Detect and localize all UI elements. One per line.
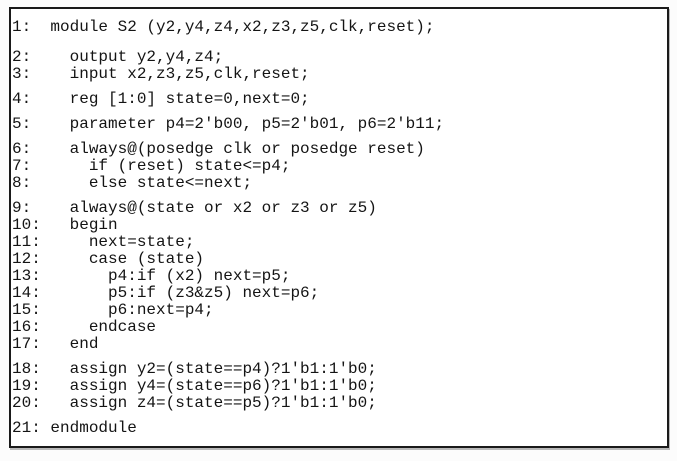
code-line: 16: endcase xyxy=(12,319,661,336)
code-text: endmodule xyxy=(50,419,137,437)
code-text: parameter p4=2'b00, p5=2'b01, p6=2'b11; xyxy=(50,115,445,133)
code-text: module S2 (y2,y4,z4,x2,z3,z5,clk,reset); xyxy=(50,18,435,36)
code-text: output y2,y4,z4; xyxy=(50,48,224,66)
code-text: always@(posedge clk or posedge reset) xyxy=(50,140,425,158)
line-number: 6: xyxy=(12,140,32,158)
code-line: 9: always@(state or x2 or z3 or z5) xyxy=(12,200,661,217)
line-number: 15: xyxy=(12,301,41,319)
line-number: 17: xyxy=(12,335,41,353)
code-line: 17: end xyxy=(12,336,661,353)
line-number: 9: xyxy=(12,199,32,217)
code-line: 4: reg [1:0] state=0,next=0; xyxy=(12,91,661,108)
code-text: reg [1:0] state=0,next=0; xyxy=(50,90,310,108)
line-number: 14: xyxy=(12,284,41,302)
code-line: 20: assign z4=(state==p5)?1'b1:1'b0; xyxy=(12,395,661,412)
code-text: if (reset) state<=p4; xyxy=(50,157,291,175)
line-number: 19: xyxy=(12,377,41,395)
code-line: 2: output y2,y4,z4; xyxy=(12,49,661,66)
line-number: 4: xyxy=(12,90,32,108)
code-line: 6: always@(posedge clk or posedge reset) xyxy=(12,141,661,158)
code-line: 19: assign y4=(state==p6)?1'b1:1'b0; xyxy=(12,378,661,395)
code-text: end xyxy=(50,335,99,353)
code-line: 11: next=state; xyxy=(12,234,661,251)
line-number: 5: xyxy=(12,115,32,133)
line-number: 11: xyxy=(12,233,41,251)
line-number: 16: xyxy=(12,318,41,336)
code-text: assign y2=(state==p4)?1'b1:1'b0; xyxy=(50,360,377,378)
line-number: 8: xyxy=(12,174,32,192)
code-text: case (state) xyxy=(50,250,205,268)
code-line: 5: parameter p4=2'b00, p5=2'b01, p6=2'b1… xyxy=(12,116,661,133)
code-line: 18: assign y2=(state==p4)?1'b1:1'b0; xyxy=(12,361,661,378)
code-listing-box: 1: module S2 (y2,y4,z4,x2,z3,z5,clk,reset… xyxy=(9,7,669,448)
line-number: 21: xyxy=(12,419,41,437)
line-number: 12: xyxy=(12,250,41,268)
code-text: always@(state or x2 or z3 or z5) xyxy=(50,199,377,217)
line-number: 18: xyxy=(12,360,41,378)
code-text: else state<=next; xyxy=(50,174,253,192)
code-text: assign y4=(state==p6)?1'b1:1'b0; xyxy=(50,377,377,395)
code-line: 7: if (reset) state<=p4; xyxy=(12,158,661,175)
code-line: 3: input x2,z3,z5,clk,reset; xyxy=(12,66,661,83)
line-number: 7: xyxy=(12,157,32,175)
line-number: 1: xyxy=(12,18,32,36)
line-number: 10: xyxy=(12,216,41,234)
code-text: begin xyxy=(50,216,118,234)
code-text: assign z4=(state==p5)?1'b1:1'b0; xyxy=(50,394,377,412)
line-number: 2: xyxy=(12,48,32,66)
line-number: 20: xyxy=(12,394,41,412)
code-line: 21: endmodule xyxy=(12,420,661,437)
line-number: 13: xyxy=(12,267,41,285)
code-text: endcase xyxy=(50,318,157,336)
code-line: 15: p6:next=p4; xyxy=(12,302,661,319)
code-line: 1: module S2 (y2,y4,z4,x2,z3,z5,clk,reset… xyxy=(12,19,661,36)
code-text: p4:if (x2) next=p5; xyxy=(50,267,291,285)
code-line: 14: p5:if (z3&z5) next=p6; xyxy=(12,285,661,302)
code-line: 12: case (state) xyxy=(12,251,661,268)
code-text: p6:next=p4; xyxy=(50,301,214,319)
code-line: 10: begin xyxy=(12,217,661,234)
code-text: next=state; xyxy=(50,233,195,251)
line-number: 3: xyxy=(12,65,32,83)
code-line: 13: p4:if (x2) next=p5; xyxy=(12,268,661,285)
code-text: input x2,z3,z5,clk,reset; xyxy=(50,65,310,83)
code-text: p5:if (z3&z5) next=p6; xyxy=(50,284,320,302)
code-line: 8: else state<=next; xyxy=(12,175,661,192)
